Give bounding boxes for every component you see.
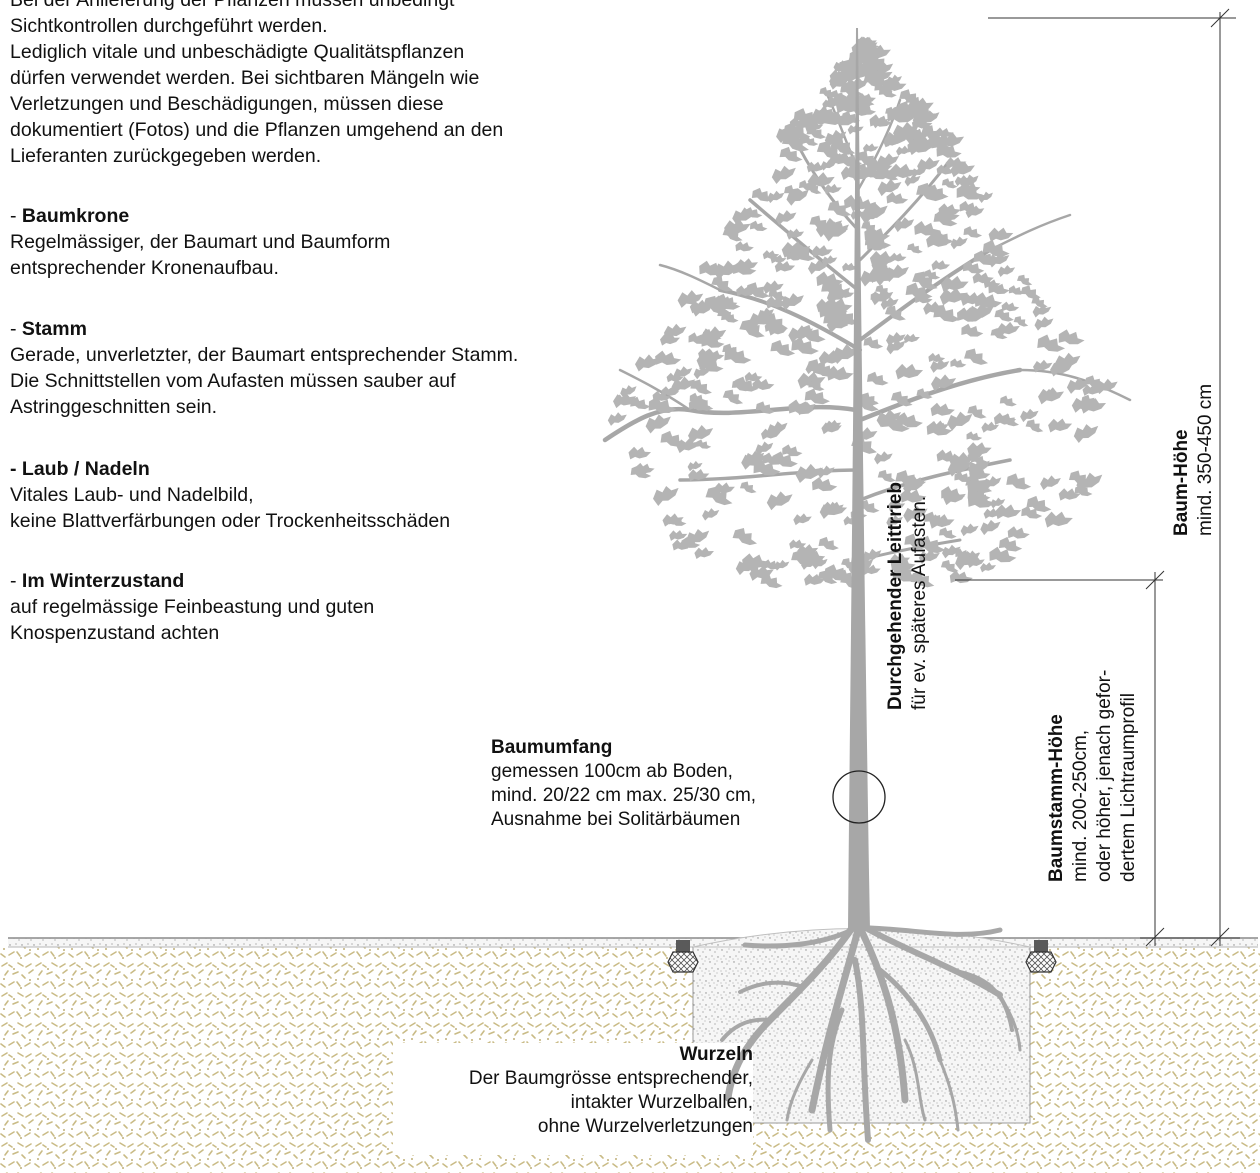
anchor-right [1025,940,1057,973]
tree-foliage [607,36,1118,590]
circumference-marker [832,770,886,824]
section-winterzustand: - Im Winterzustand auf regelmässige Fein… [10,570,375,644]
section-laub: - Laub / Nadeln Vitales Laub- und Nadelb… [10,458,451,532]
leittrieb-label: Durchgehender Leittrrieb für ev. spätere… [885,481,930,710]
wurzeln-label: Wurzeln Der Baumgrösse entsprechender, i… [468,1044,753,1137]
baumumfang-label: Baumumfang gemessen 100cm ab Boden, mind… [491,737,757,830]
section-stamm: - Stamm Gerade, unverletzter, der Baumar… [10,318,519,418]
stammhoehe-label: Baumstamm-Höhe mind. 200-250cm, oder höh… [1046,669,1139,882]
anchor-left [667,940,699,973]
baumhoehe-label: Baum-Höhe mind. 350-450 cm [1171,383,1216,536]
dimension-lines [955,8,1240,947]
wurzeln-label-box [393,1043,753,1155]
section-baumkrone: - Baumkrone Regelmässiger, der Baumart u… [10,205,391,279]
tree-roots [720,924,1022,1143]
topsoil-layer [8,938,1258,947]
tree-trunk [848,28,870,930]
intro-text: Bei der Anlieferung der Pflanzen müssen … [10,0,504,167]
